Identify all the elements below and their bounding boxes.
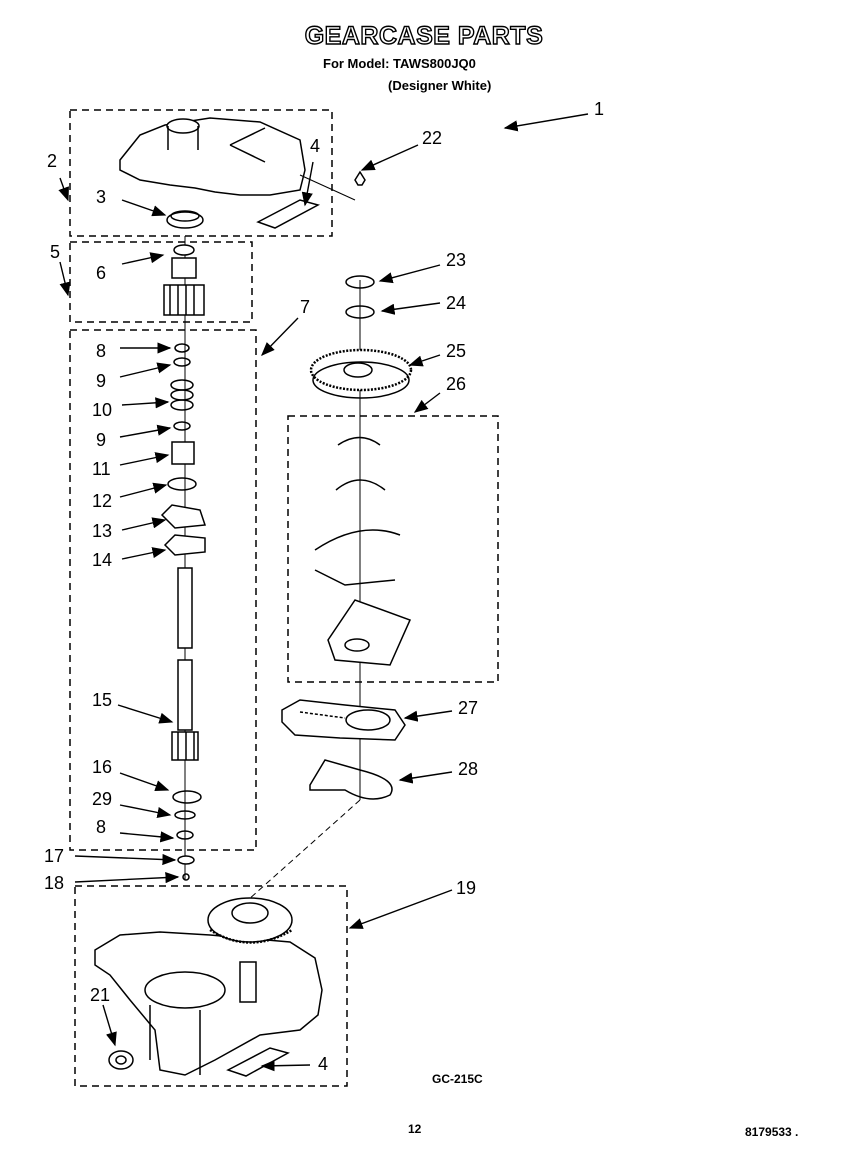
diagram-code: GC-215C — [432, 1072, 483, 1086]
callout-1: 1 — [594, 99, 605, 119]
callout-18: 18 — [44, 873, 65, 893]
color-line: (Designer White) — [388, 78, 492, 93]
callout-28: 28 — [458, 759, 479, 779]
pinion-part — [171, 257, 197, 279]
callout-8: 8 — [96, 341, 107, 361]
gearcase-cover-part — [119, 117, 306, 196]
page-number: 12 — [408, 1122, 422, 1136]
callout-14: 14 — [92, 550, 113, 570]
callout-9: 9 — [96, 371, 107, 391]
callout-17: 17 — [44, 846, 65, 866]
grease-tube-part — [256, 199, 321, 229]
gearcase-part — [94, 931, 323, 1076]
callout-21: 21 — [90, 985, 111, 1005]
callout-9b: 9 — [96, 430, 107, 450]
callout-26: 26 — [446, 374, 467, 394]
spring-part — [309, 759, 393, 800]
screw-part — [354, 170, 366, 186]
callout-13: 13 — [92, 521, 113, 541]
callout-10: 10 — [92, 400, 113, 420]
drive-shaft-part — [177, 567, 193, 649]
model-line: For Model: TAWS800JQ0 — [323, 56, 476, 71]
callout-6: 6 — [96, 263, 107, 283]
callout-12: 12 — [92, 491, 113, 511]
group-box-7 — [69, 329, 257, 851]
callout-23: 23 — [446, 250, 467, 270]
ring-part — [174, 343, 190, 353]
callout-25: 25 — [446, 341, 467, 361]
gear-part — [309, 348, 413, 392]
group-box-1 — [69, 109, 333, 237]
callout-4b: 4 — [318, 1054, 329, 1074]
callout-16: 16 — [92, 757, 113, 777]
page-title: GEARCASE PARTS — [304, 21, 544, 50]
seal-part — [166, 211, 204, 229]
bearing-part — [108, 1050, 134, 1070]
callout-22: 22 — [422, 128, 443, 148]
callout-3: 3 — [96, 187, 107, 207]
callout-11: 11 — [92, 459, 111, 479]
group-box-26 — [287, 415, 499, 683]
callout-27: 27 — [458, 698, 479, 718]
group-box-19 — [74, 885, 348, 1087]
callout-15: 15 — [92, 690, 113, 710]
shift-lever-part — [281, 699, 406, 741]
callout-4: 4 — [310, 136, 321, 156]
callout-7: 7 — [300, 297, 311, 317]
document-number: 8179533 . — [745, 1125, 799, 1139]
callout-19: 19 — [456, 878, 477, 898]
washer-part — [345, 275, 375, 289]
callout-5: 5 — [50, 242, 61, 262]
callout-8b: 8 — [96, 817, 107, 837]
callout-2: 2 — [47, 151, 58, 171]
callout-29: 29 — [92, 789, 113, 809]
callout-24: 24 — [446, 293, 467, 313]
